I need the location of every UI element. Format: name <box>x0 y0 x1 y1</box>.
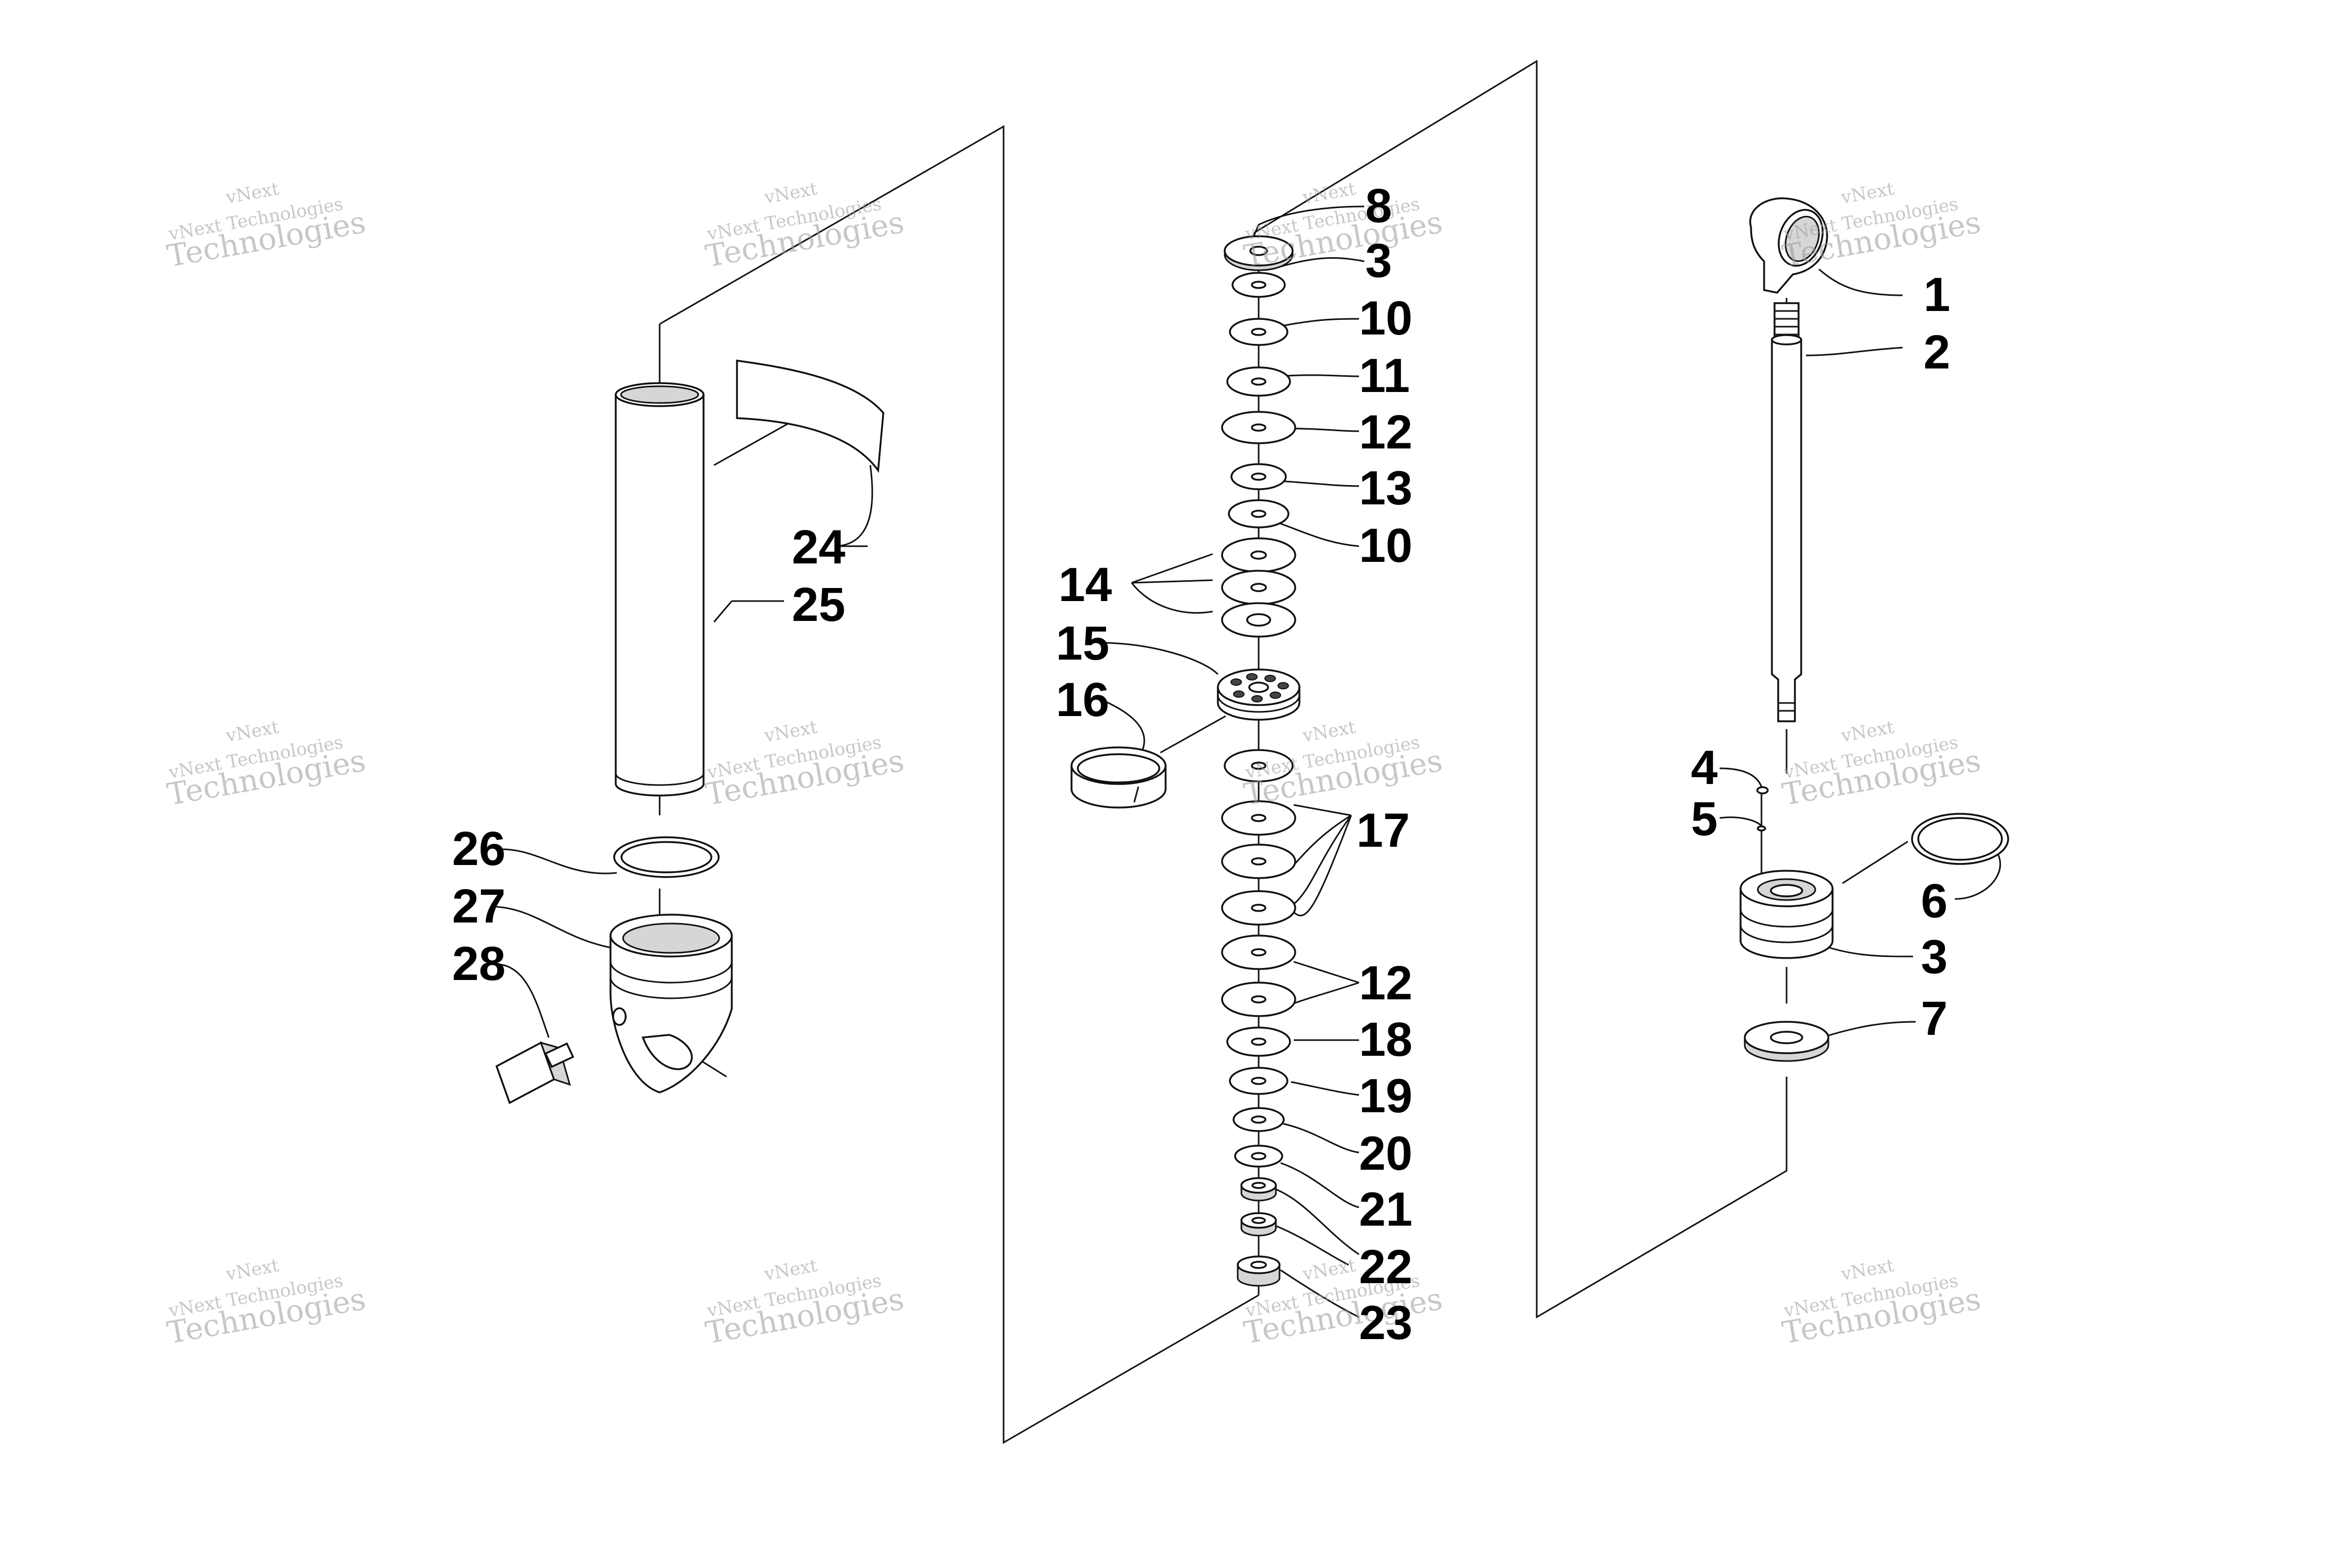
callout-16: 16 <box>1056 673 1109 727</box>
callout-27: 27 <box>452 880 505 933</box>
center-valve-stack <box>1070 235 1300 1287</box>
shims-part-12-lower <box>1221 935 1296 1017</box>
end-cap-part-27 <box>609 914 733 1093</box>
callout-12-upper: 12 <box>1359 406 1412 459</box>
callout-6: 6 <box>1921 874 1948 928</box>
callout-26: 26 <box>452 822 505 875</box>
fitting-part-28 <box>495 1041 574 1104</box>
o-ring-part-26 <box>613 836 720 878</box>
callout-7: 7 <box>1921 992 1948 1045</box>
seal-head-part-3 <box>1740 870 1834 959</box>
callout-5: 5 <box>1691 792 1718 846</box>
callout-labels: 8 3 10 11 12 13 10 14 15 16 17 12 18 19 … <box>452 179 1950 1350</box>
shim-part-20 <box>1233 1107 1285 1132</box>
callout-22: 22 <box>1359 1240 1412 1294</box>
callout-18: 18 <box>1359 1013 1412 1066</box>
svg-text:vNext: vNext <box>1839 178 1896 208</box>
callout-15: 15 <box>1056 617 1109 670</box>
callout-14: 14 <box>1058 558 1112 612</box>
watermark-tile: vNext vNext Technologies Technologies <box>1780 1255 1984 1351</box>
callout-8: 8 <box>1365 179 1392 233</box>
svg-text:vNext: vNext <box>762 178 819 208</box>
washer-part-8 <box>1224 235 1294 271</box>
callout-2: 2 <box>1924 326 1950 379</box>
watermark-tile: vNext vNext Technologies Technologies <box>1241 178 1445 274</box>
shim-part-11 <box>1226 366 1291 397</box>
watermark-tile: vNext vNext Technologies Technologies <box>1780 717 1984 812</box>
washer-part-5 <box>1757 825 1766 832</box>
svg-text:vNext: vNext <box>1839 1255 1896 1285</box>
cylinder-body-part-25 <box>615 382 705 797</box>
callout-3: 3 <box>1921 930 1948 984</box>
svg-text:vNext: vNext <box>1300 1255 1357 1285</box>
callout-21: 21 <box>1359 1183 1412 1236</box>
callout-17: 17 <box>1356 804 1410 857</box>
watermark-tile: vNext vNext Technologies Technologies <box>703 717 907 812</box>
shim-part-10-lower <box>1228 499 1289 528</box>
spacers-part-22 <box>1240 1177 1277 1237</box>
callout-9: 3 <box>1365 234 1392 287</box>
shim-part-13 <box>1230 463 1287 490</box>
callout-10-upper: 10 <box>1359 292 1412 345</box>
nut-part-23 <box>1237 1255 1281 1287</box>
piston-part-15 <box>1217 668 1300 721</box>
screw-part-4 <box>1756 786 1769 794</box>
shims-part-14 <box>1221 537 1296 638</box>
shim-part-19 <box>1229 1067 1288 1095</box>
callout-4: 4 <box>1691 741 1718 794</box>
callout-25: 25 <box>792 578 845 631</box>
callout-13: 13 <box>1359 462 1412 515</box>
callout-23: 23 <box>1359 1296 1412 1350</box>
ring-part-6 <box>1911 813 2009 865</box>
svg-text:vNext: vNext <box>762 717 819 746</box>
left-assembly <box>495 359 884 1104</box>
svg-text:vNext: vNext <box>1300 717 1357 746</box>
callout-19: 19 <box>1359 1069 1412 1123</box>
callout-10-lower: 10 <box>1359 519 1412 572</box>
svg-text:vNext: vNext <box>762 1255 819 1285</box>
svg-text:vNext: vNext <box>224 178 281 208</box>
callout-20: 20 <box>1359 1127 1412 1180</box>
watermark-tile: vNext vNext Technologies Technologies <box>165 1255 368 1351</box>
callout-12-lower: 12 <box>1359 956 1412 1010</box>
svg-text:vNext: vNext <box>1300 178 1357 208</box>
watermark-tile: vNext vNext Technologies Technologies <box>703 178 907 274</box>
callout-28: 28 <box>452 937 505 990</box>
right-assembly <box>1740 197 2009 1062</box>
watermark-tile: vNext vNext Technologies Technologies <box>703 1255 907 1351</box>
shim-part-9 <box>1231 272 1286 298</box>
piston-band-part-16 <box>1070 746 1167 809</box>
watermark-tile: vNext vNext Technologies Technologies <box>165 178 368 274</box>
leader-lines <box>496 60 2001 1444</box>
shim-part-10-upper <box>1229 318 1288 346</box>
callout-11: 11 <box>1359 349 1410 402</box>
shim-part-12-upper <box>1221 411 1296 444</box>
svg-text:vNext: vNext <box>224 717 281 746</box>
callout-1: 1 <box>1924 268 1950 321</box>
watermark-tile: vNext vNext Technologies Technologies <box>165 717 368 812</box>
bumper-part-7 <box>1744 1021 1829 1062</box>
shims-part-17 <box>1221 749 1296 926</box>
shaft-part-2 <box>1771 302 1802 722</box>
svg-text:vNext: vNext <box>224 1255 281 1285</box>
shim-part-21 <box>1234 1145 1283 1168</box>
eyelet-part-1 <box>1749 197 1828 294</box>
shim-part-18 <box>1226 1027 1291 1057</box>
decal-part-24 <box>736 359 884 473</box>
callout-24: 24 <box>792 521 845 574</box>
svg-text:vNext: vNext <box>1839 717 1896 746</box>
